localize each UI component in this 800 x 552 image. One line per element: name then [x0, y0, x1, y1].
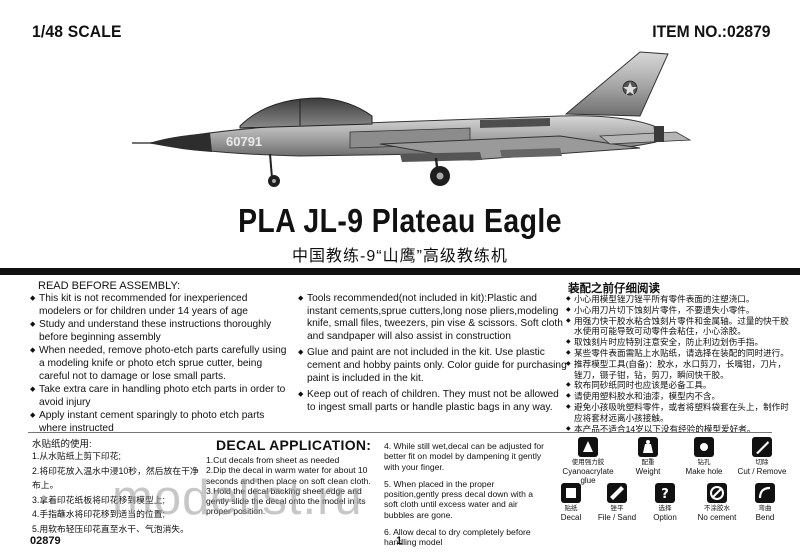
list-item: 小心用模型锉刀锉平所有零件表面的注塑浇口。 [566, 294, 792, 305]
list-item: 3.Hold the decal backing sheet edge and … [206, 485, 366, 517]
legend-label-zh: 弯曲 [758, 505, 772, 512]
list-item: 5.用软布轻压印花直至水干、气泡消失。 [32, 523, 189, 534]
make-hole-icon [694, 437, 714, 457]
divider [28, 432, 772, 433]
legend-label-en: Cut / Remove [737, 467, 787, 476]
list-item: 2.将印花放入温水中浸10秒，然后放在干净布上。 [32, 465, 199, 491]
legend-label-en: Option [653, 513, 677, 522]
assembly-heading: READ BEFORE ASSEMBLY: [38, 280, 181, 292]
bend-icon [755, 483, 775, 503]
list-item: Apply instant cement sparingly to photo … [30, 410, 292, 435]
cut-remove-icon [752, 437, 772, 457]
legend-label-zh: 选择 [658, 505, 672, 512]
list-item: 推荐模型工具(自备)：胶水，水口剪刀，长嘴钳，刀片，锉刀，镊子钳，钻，剪刀，瞬间… [566, 359, 792, 381]
list-item: This kit is not recommended for inexperi… [30, 293, 292, 318]
svg-text:?: ? [661, 487, 669, 502]
legend-decal: 贴纸 Decal [548, 482, 594, 522]
legend-label-en: Make hole [685, 467, 723, 476]
title-band: PLA JL-9 Plateau Eagle 中国教练-9“山鹰”高级教练机 [0, 196, 800, 268]
legend-file-sand: 锉平 File / Sand [594, 482, 640, 522]
aircraft-serial: 60791 [226, 134, 262, 149]
scale-label: 1/48 SCALE [32, 22, 122, 41]
list-item: Take extra care in handling photo etch p… [30, 384, 292, 409]
legend-no-cement: 不涂胶水 No cement [690, 482, 744, 522]
cyanoacrylate-glue-icon [578, 437, 598, 457]
section-divider [0, 268, 800, 275]
list-item: Tools recommended(not included in kit):P… [298, 293, 568, 343]
assembly-notes-col1: This kit is not recommended for inexperi… [30, 293, 292, 437]
option-icon: ? [655, 483, 675, 503]
list-item: 4.手指蘸水将印花移到适当的位置; [32, 509, 165, 519]
decal-zh-steps: 1.从水贴纸上剪下印花; 2.将印花放入温水中浸10秒，然后放在干净布上。 3.… [32, 449, 202, 536]
list-item: 5. When placed in the proper position,ge… [384, 478, 534, 520]
legend-label-zh: 使用强力胶 [571, 459, 605, 466]
legend-label-zh: 锉平 [610, 505, 624, 512]
list-item: 取蚀刻片时应特别注意安全，防止利边划伤手指。 [566, 337, 792, 348]
watermark: modelist.ru [112, 471, 363, 525]
legend-option: ? 选择 Option [642, 482, 688, 522]
no-cement-icon [707, 483, 727, 503]
legend-label-zh: 不涂胶水 [704, 505, 730, 512]
item-number: ITEM NO.:02879 [651, 22, 770, 41]
list-item: 6. Allow decal to dry completely before … [384, 527, 531, 548]
title-chinese: 中国教练-9“山鹰”高级教练机 [292, 248, 508, 265]
legend-label-en: Bend [755, 513, 775, 522]
list-item: 软布同砂纸同时也应该是必备工具。 [566, 380, 792, 391]
list-item: Keep out of reach of children. They must… [298, 389, 568, 414]
list-item: When needed, remove photo-etch parts car… [30, 345, 292, 383]
list-item: 避免小孩吸吮塑料零件，或者将塑料袋套在头上，制作时应将套材远离小孩接触。 [566, 402, 792, 424]
legend-label-en: File / Sand [597, 513, 637, 522]
decal-steps-1: 1.Cut decals from sheet as needed 2.Dip … [206, 455, 382, 517]
legend-label-en: Decal [560, 513, 582, 522]
assembly-notes-col2: Tools recommended(not included in kit):P… [298, 293, 568, 415]
legend-label-zh: 配重 [641, 459, 655, 466]
list-item: 小心用刀片切下蚀刻片零件，不要遗失小零件。 [566, 305, 792, 316]
legend-label-en: Cyanoacrylate glue [562, 467, 614, 485]
list-item: 某些零件表面需贴上水贴纸，请选择在装配的同时进行。 [566, 348, 792, 359]
title-english: PLA JL-9 Plateau Eagle [238, 202, 562, 239]
decal-heading: DECAL APPLICATION: [216, 437, 372, 453]
jet-profile-illustration: 60791 [132, 51, 692, 187]
list-item: 本产品不适合14岁以下没有经验的模型爱好者。 [566, 424, 792, 435]
legend-weight: 配重 Weight [618, 436, 678, 476]
footer-code: 02879 [30, 535, 61, 547]
legend-label-zh: 钻孔 [697, 459, 711, 466]
decal-icon [561, 483, 581, 503]
list-item: 1.从水贴纸上剪下印花; [32, 451, 121, 461]
list-item: Study and understand these instructions … [30, 319, 292, 344]
legend-label-en: No cement [697, 513, 737, 522]
zh-notes-list: 小心用模型锉刀锉平所有零件表面的注塑浇口。 小心用刀片切下蚀刻片零件，不要遗失小… [566, 294, 792, 434]
list-item: 2.Dip the decal in warm water for about … [206, 465, 371, 486]
weight-icon [638, 437, 658, 457]
legend-cyanoacrylate-glue: 使用强力胶 Cyanoacrylate glue [558, 436, 618, 485]
list-item: 请使用塑料胶水和油漆，模型内不含。 [566, 391, 792, 402]
list-item: 1.Cut decals from sheet as needed [206, 455, 340, 465]
legend-bend: 弯曲 Bend [742, 482, 788, 522]
legend-label-en: Weight [635, 467, 661, 476]
zh-notes-heading: 装配之前仔细阅读 [568, 283, 660, 295]
legend-label-zh: 贴纸 [564, 505, 578, 512]
legend-label-zh: 切除 [755, 459, 769, 466]
list-item: 用强力快干胶水粘合蚀刻片零件和金属轴。过量的快干胶水使用可能导致可动零件会粘住，… [566, 316, 792, 338]
list-item: Glue and paint are not included in the k… [298, 347, 568, 385]
decal-steps-2: 4. While still wet,decal can be adjusted… [384, 441, 548, 552]
symbol-legend: 使用强力胶 Cyanoacrylate glue 配重 Weight 钻孔 Ma… [556, 436, 790, 528]
file-sand-icon [607, 483, 627, 503]
decal-zh-heading: 水贴纸的使用: [32, 439, 92, 450]
legend-cut-remove: 切除 Cut / Remove [732, 436, 792, 476]
list-item: 4. While still wet,decal can be adjusted… [384, 441, 545, 472]
list-item: 3.拿着印花纸板将印花移到模型上; [32, 494, 165, 505]
legend-make-hole: 钻孔 Make hole [674, 436, 734, 476]
page-number: 1 [396, 535, 403, 547]
